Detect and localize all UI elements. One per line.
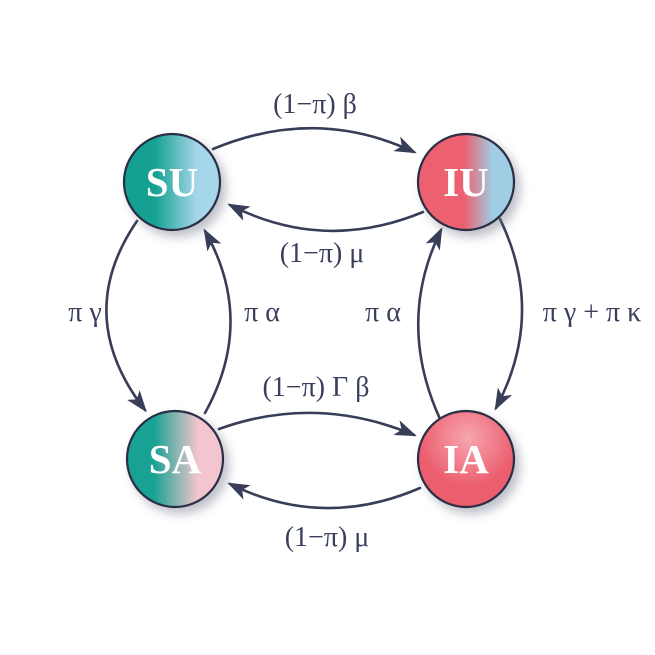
- edge-label-iu-to-su: (1−π) μ: [280, 238, 365, 269]
- node-su-circle: [122, 132, 222, 232]
- edge-labels: (1−π) β (1−π) μ π γ π α π γ + π κ π α (1…: [68, 89, 641, 553]
- node-iu-label: IU: [443, 159, 489, 205]
- node-ia: IA: [416, 409, 516, 509]
- node-ia-label: IA: [443, 436, 489, 482]
- arrow-iu-to-ia: [494, 217, 524, 411]
- arrow-iu-to-su: [227, 203, 425, 233]
- arrow-ia-to-iu: [417, 227, 443, 421]
- node-sa: SA: [125, 409, 225, 509]
- edge-label-sa-to-ia: (1−π) Γ β: [262, 372, 369, 403]
- arrow-su-to-sa: [105, 219, 147, 413]
- edge-arrows: [105, 126, 524, 510]
- edge-label-sa-to-su: π α: [244, 297, 280, 328]
- node-sa-label: SA: [149, 436, 202, 482]
- edge-label-iu-to-ia: π γ + π κ: [543, 297, 642, 328]
- arrow-sa-to-su: [203, 228, 232, 415]
- node-sa-circle: [125, 409, 225, 509]
- edge-label-ia-to-sa: (1−π) μ: [285, 522, 370, 553]
- arrow-sa-to-ia: [217, 411, 417, 437]
- nodes: SU IU SA IA: [122, 132, 516, 509]
- edge-label-ia-to-iu: π α: [365, 297, 401, 328]
- edge-label-su-to-iu: (1−π) β: [273, 89, 357, 120]
- node-su: SU: [122, 132, 222, 232]
- node-su-label: SU: [146, 159, 198, 205]
- node-iu-circle: [416, 132, 516, 232]
- node-iu: IU: [416, 132, 516, 232]
- arrow-su-to-iu: [211, 126, 417, 154]
- arrow-ia-to-sa: [227, 482, 422, 510]
- node-ia-circle: [416, 409, 516, 509]
- edge-label-su-to-sa: π γ: [68, 297, 102, 328]
